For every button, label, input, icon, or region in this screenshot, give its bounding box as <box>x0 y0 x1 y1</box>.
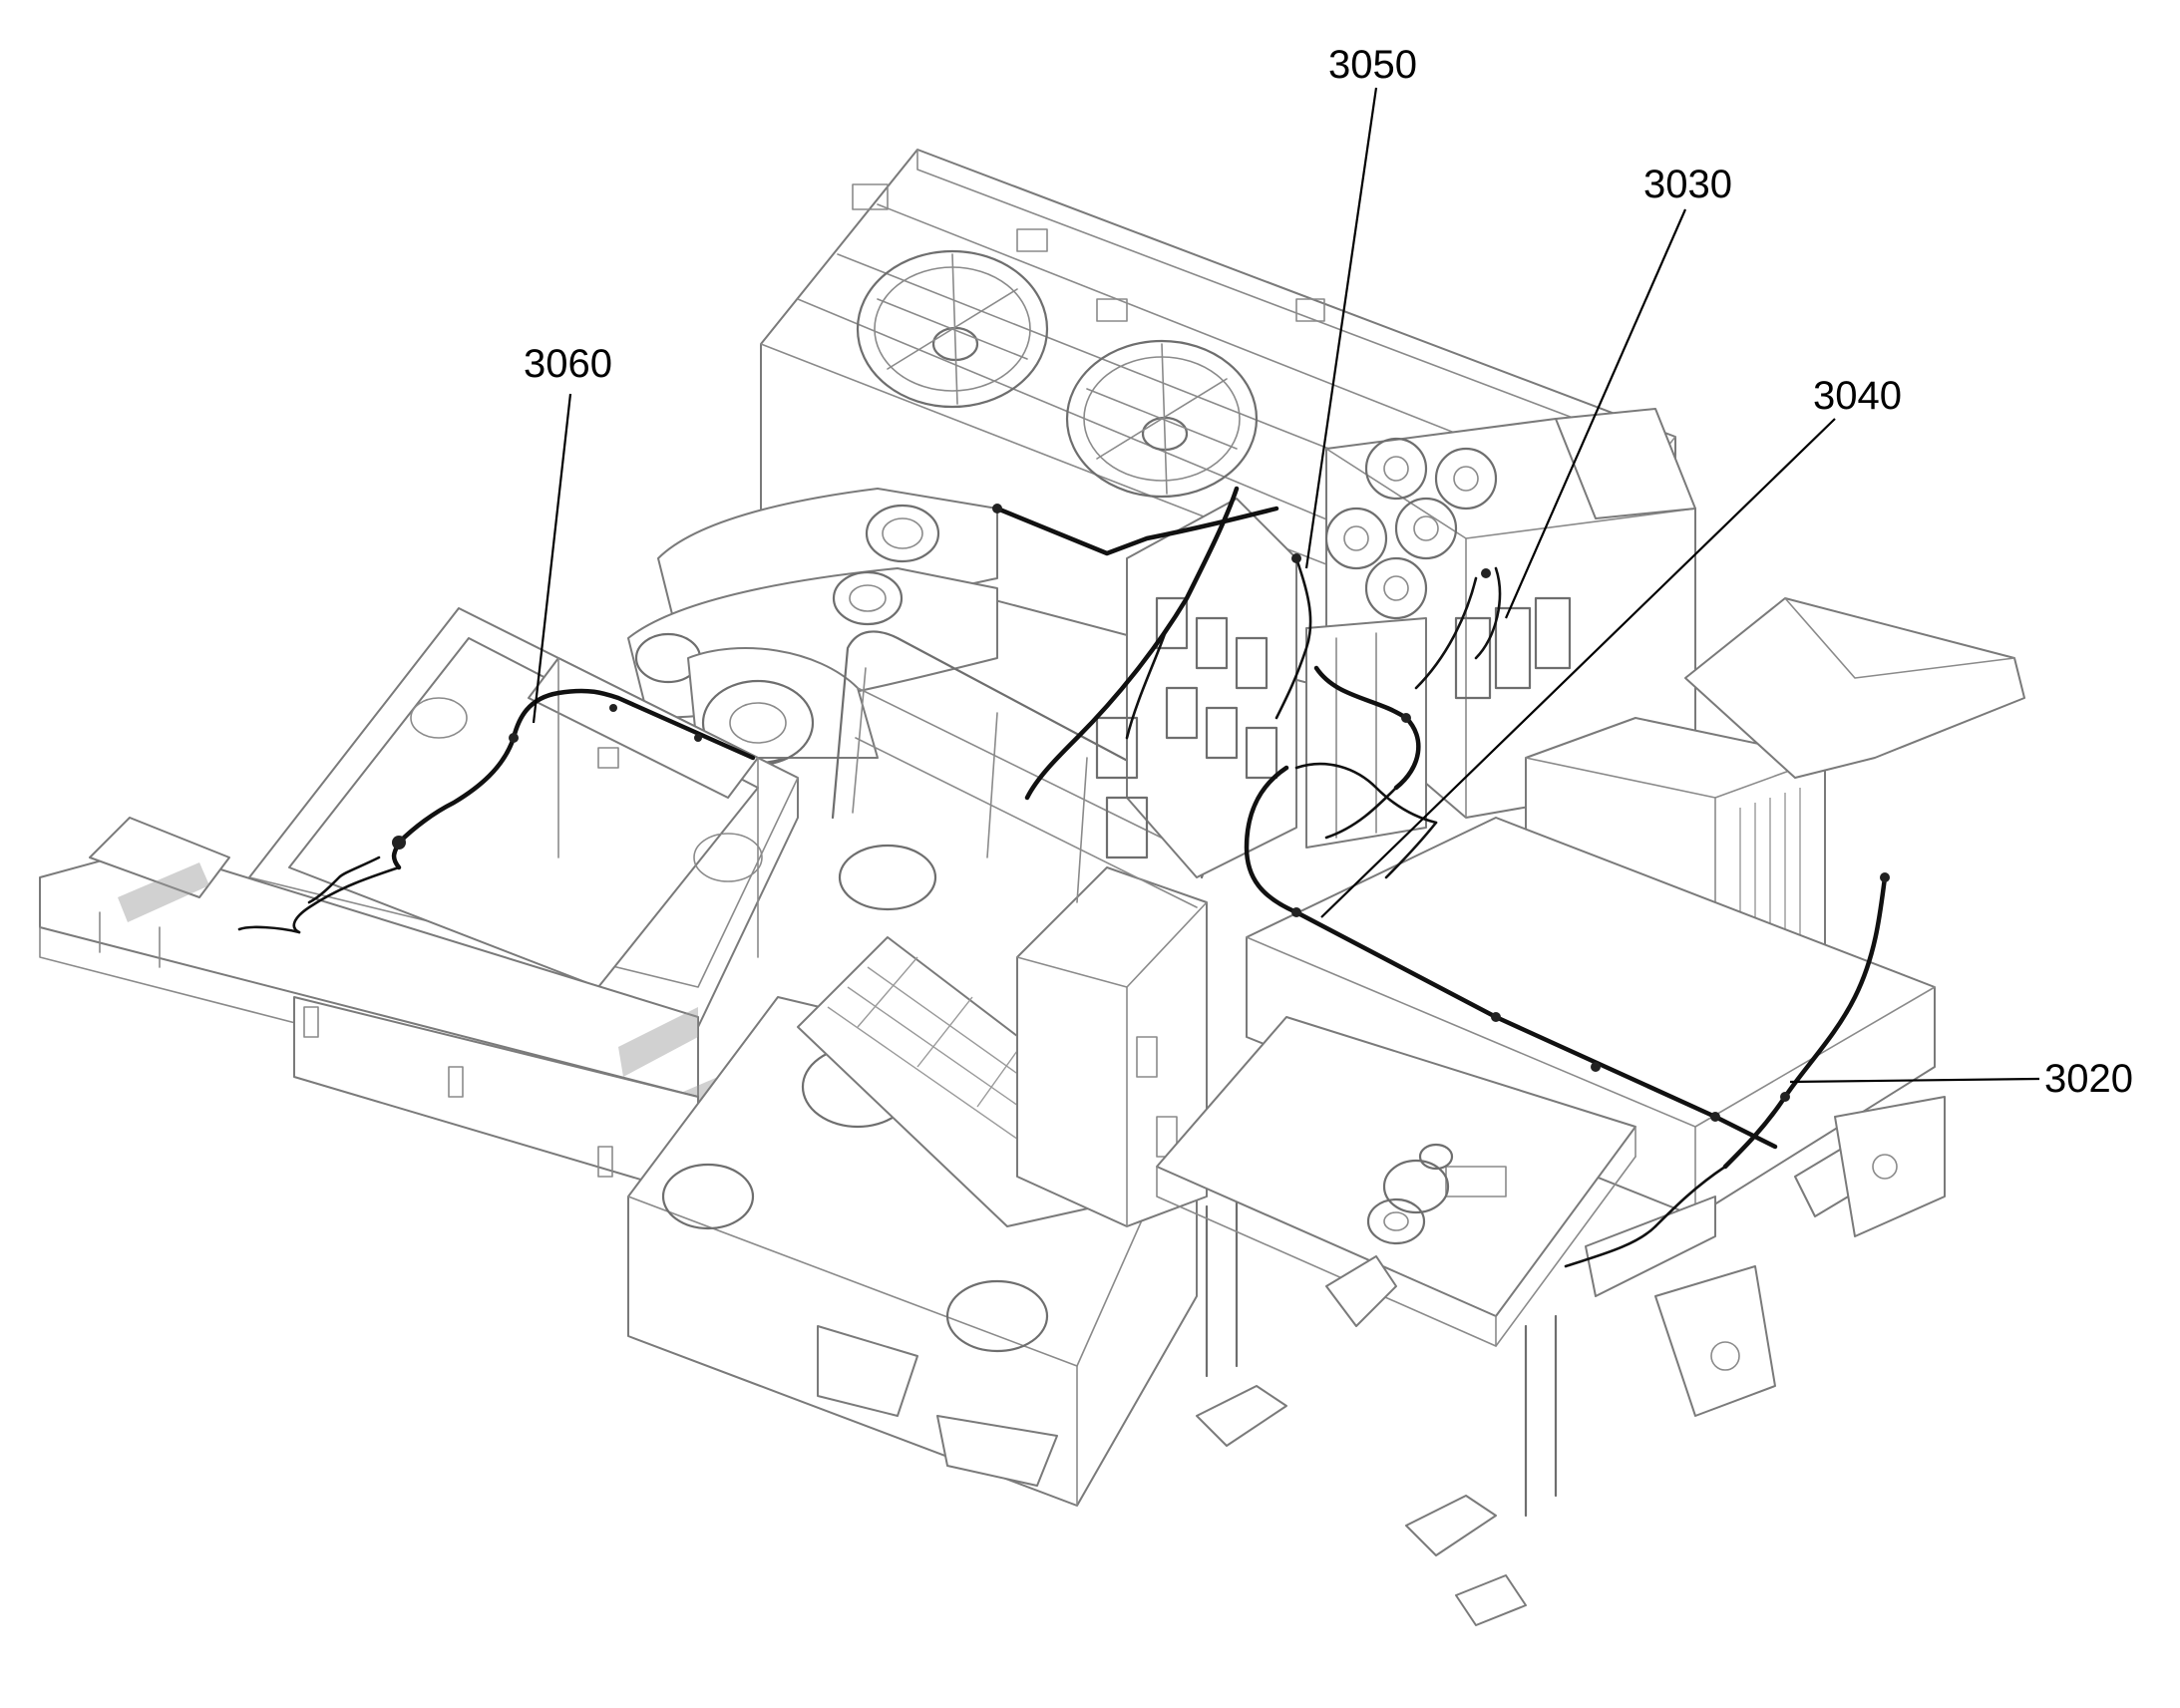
callout-3060: 3060 <box>524 342 612 386</box>
pump-motor <box>1366 1143 1454 1245</box>
callout-labels: 3050 3030 3060 3040 3020 <box>524 43 2133 1101</box>
harness-3060 <box>237 688 756 934</box>
leader-lines <box>532 87 2040 1084</box>
centre-box <box>1016 866 1208 1227</box>
fan-right <box>1065 339 1259 499</box>
right-frame <box>1196 817 1946 1626</box>
harness-3030 <box>1313 566 1502 840</box>
callout-3020: 3020 <box>2044 1057 2133 1101</box>
leader-3050 <box>1304 87 1378 569</box>
harness-3020 <box>1564 872 1890 1268</box>
harness-3050 <box>992 486 1312 801</box>
callout-3050: 3050 <box>1328 43 1417 87</box>
harness-3040 <box>1244 762 1778 1150</box>
left-frame <box>39 607 799 1197</box>
handrail <box>831 630 1216 908</box>
valve-stack <box>1095 498 1427 878</box>
callout-3040: 3040 <box>1813 374 1902 418</box>
boom-arms <box>627 488 998 767</box>
leader-3030 <box>1504 208 1687 619</box>
leader-3060 <box>532 393 572 724</box>
leader-3040 <box>1320 418 1836 918</box>
callout-3030: 3030 <box>1643 163 1732 206</box>
operator-platform <box>1156 1016 1636 1347</box>
fan-left <box>856 249 1049 409</box>
leader-3020 <box>1789 1077 2040 1084</box>
